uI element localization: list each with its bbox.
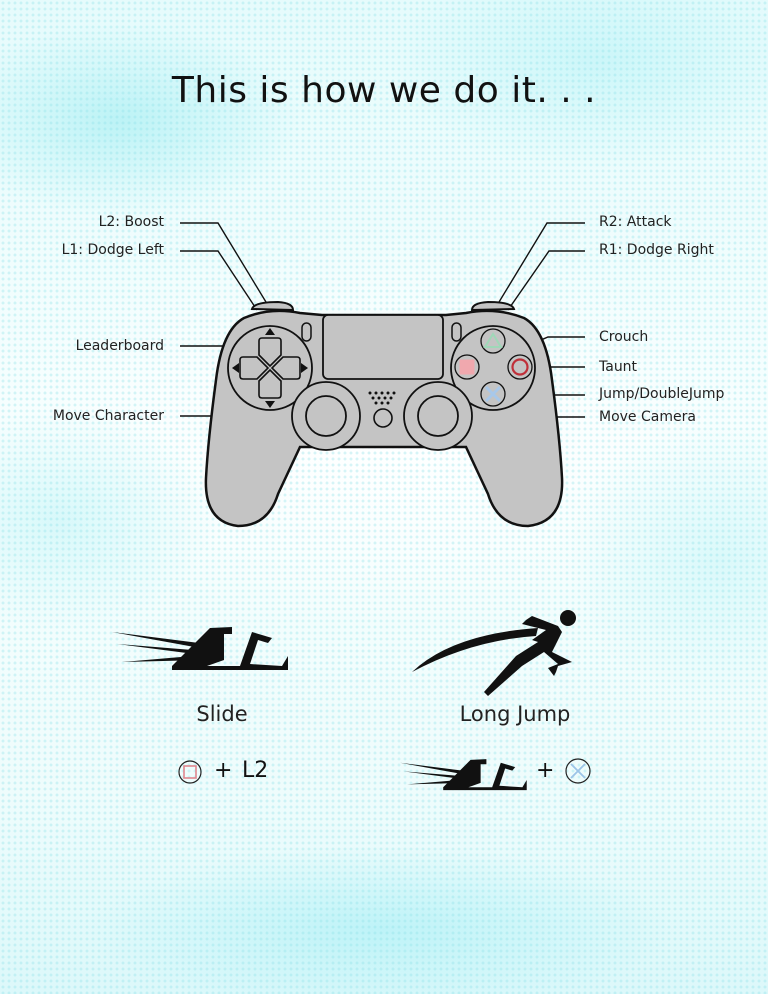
combo-square-button-icon [178, 760, 202, 784]
move-title-long-jump: Long Jump [459, 702, 571, 726]
options-button-icon [451, 322, 462, 342]
share-button-icon [301, 322, 312, 342]
label-left-stick: Move Character [52, 408, 164, 424]
left-stick-icon [305, 395, 347, 437]
page-title: This is how we do it. . . [171, 70, 597, 111]
r1-button-icon [470, 300, 516, 312]
right-stick-icon [417, 395, 459, 437]
dpad-arrows-icon [232, 328, 308, 408]
label-right-stick: Move Camera [599, 409, 696, 425]
label-l1: L1: Dodge Left [61, 242, 164, 258]
label-square: Crouch [599, 329, 649, 345]
move-title-slide: Slide [196, 702, 248, 726]
combo-slide-plus: + [214, 758, 233, 783]
ps-button-icon [373, 408, 393, 428]
label-r1: R1: Dodge Right [599, 242, 714, 258]
label-l2: L2: Boost [98, 214, 164, 230]
touchpad-icon [322, 314, 444, 380]
dpad-ring [227, 325, 313, 411]
combo-long-jump-plus: + [536, 758, 555, 783]
label-circle: Taunt [599, 359, 638, 375]
speaker-icon [368, 391, 396, 405]
long-jump-figure-icon [412, 610, 576, 696]
combo-cross-button-icon [565, 758, 591, 784]
label-r2: R2: Attack [599, 214, 672, 230]
combo-slide-figure-icon [400, 759, 527, 791]
label-cross: Jump/DoubleJump [599, 386, 725, 402]
face-buttons-ring [450, 325, 536, 411]
dpad-icon [239, 337, 301, 399]
label-dpad: Leaderboard [75, 338, 164, 354]
l1-button-icon [250, 300, 295, 312]
slide-figure-icon [112, 627, 288, 670]
combo-slide-key: L2 [242, 758, 269, 783]
